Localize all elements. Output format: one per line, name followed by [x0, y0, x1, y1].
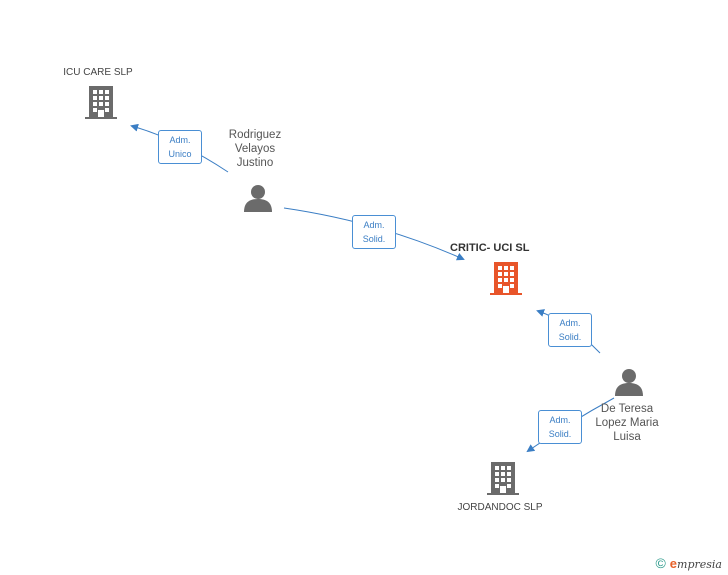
- copyright-icon: ©: [655, 555, 666, 571]
- critic-uci-label: CRITIC- UCI SL: [450, 242, 530, 254]
- person-icon[interactable]: [243, 184, 273, 212]
- edge-label-line2: Solid.: [362, 234, 386, 244]
- edge-label-adm-solid[interactable]: Adm. Solid.: [352, 215, 396, 249]
- edge-label-line2: Unico: [168, 149, 192, 159]
- edge-label-line1: Adm.: [559, 318, 581, 328]
- brand-logo: empresia: [670, 556, 722, 571]
- de-teresa-label: De Teresa Lopez Maria Luisa: [595, 403, 659, 443]
- edge-label-adm-solid[interactable]: Adm. Solid.: [548, 313, 592, 347]
- edge-label-line1: Adm.: [169, 135, 191, 145]
- edge-label-adm-solid[interactable]: Adm. Solid.: [538, 410, 582, 444]
- brand-name: mpresia: [677, 557, 722, 571]
- icu-care-label: ICU CARE SLP: [63, 67, 133, 78]
- footer-brand: © empresia: [655, 555, 722, 571]
- building-icon[interactable]: [85, 84, 117, 120]
- rodriguez-label: Rodriguez Velayos Justino: [228, 129, 282, 169]
- edge-label-line1: Adm.: [363, 220, 385, 230]
- building-icon[interactable]: [487, 460, 519, 496]
- edge-label-line1: Adm.: [549, 415, 571, 425]
- jordandoc-label: JORDANDOC SLP: [457, 502, 543, 513]
- person-icon[interactable]: [614, 368, 644, 396]
- brand-initial: e: [669, 555, 678, 571]
- edge-label-line2: Solid.: [548, 429, 572, 439]
- building-icon[interactable]: [490, 260, 522, 296]
- edge-label-line2: Solid.: [558, 332, 582, 342]
- edge-label-adm-unico[interactable]: Adm. Unico: [158, 130, 202, 164]
